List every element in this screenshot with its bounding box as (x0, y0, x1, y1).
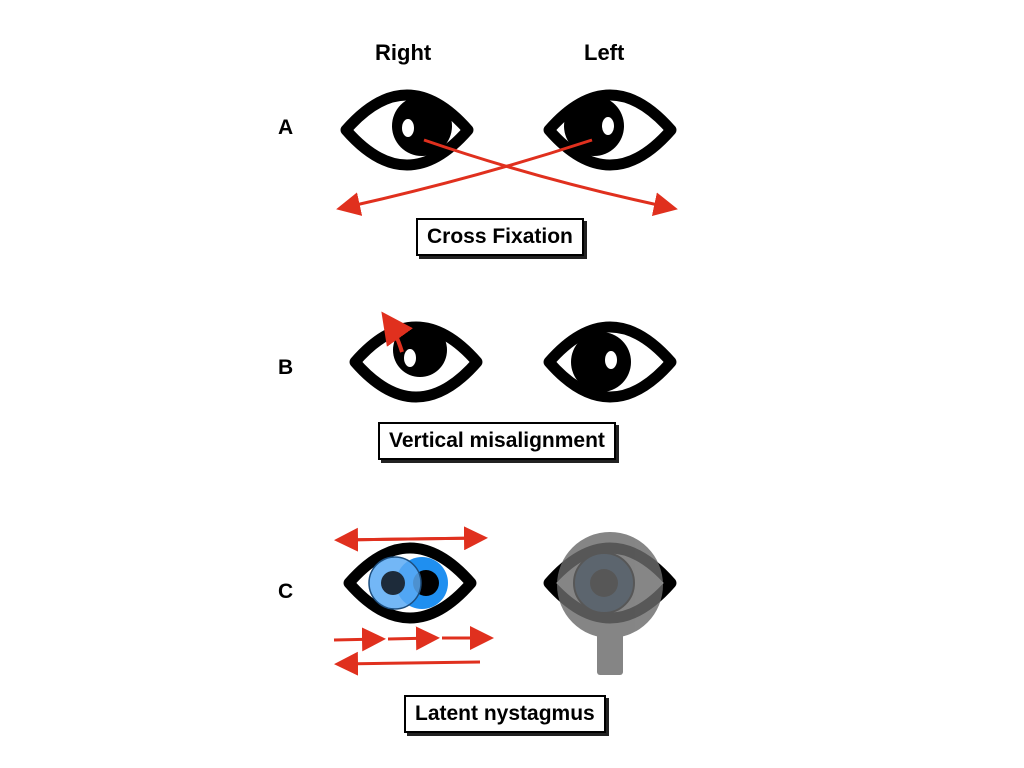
occluder-paddle (557, 532, 663, 675)
row-a-left-eye (543, 89, 677, 171)
row-b-arrow-upward (381, 311, 413, 353)
caption-latent-nystagmus: Latent nystagmus (404, 695, 606, 733)
row-a-arrow-left-eye (336, 138, 593, 216)
row-a-right-eye (340, 89, 474, 171)
caption-vertical-misalignment: Vertical misalignment (378, 422, 616, 460)
row-label-a: A (278, 116, 294, 139)
column-header-right: Right (375, 40, 432, 65)
row-b-left-eye (543, 321, 677, 403)
row-c-arrow-return (334, 651, 481, 676)
row-a-arrow-right-eye (423, 138, 678, 217)
row-b-right-eye (349, 321, 483, 403)
row-label-b: B (278, 356, 294, 379)
caption-cross-fixation: Cross Fixation (416, 218, 584, 256)
row-c-arrow-top-back (334, 527, 483, 552)
row-c-arrow-dashed-1 (333, 627, 386, 652)
row-c-arrow-dashed-2 (387, 626, 440, 651)
row-c-right-eye (343, 542, 477, 624)
row-label-c: C (278, 580, 294, 603)
column-header-left: Left (584, 40, 625, 65)
